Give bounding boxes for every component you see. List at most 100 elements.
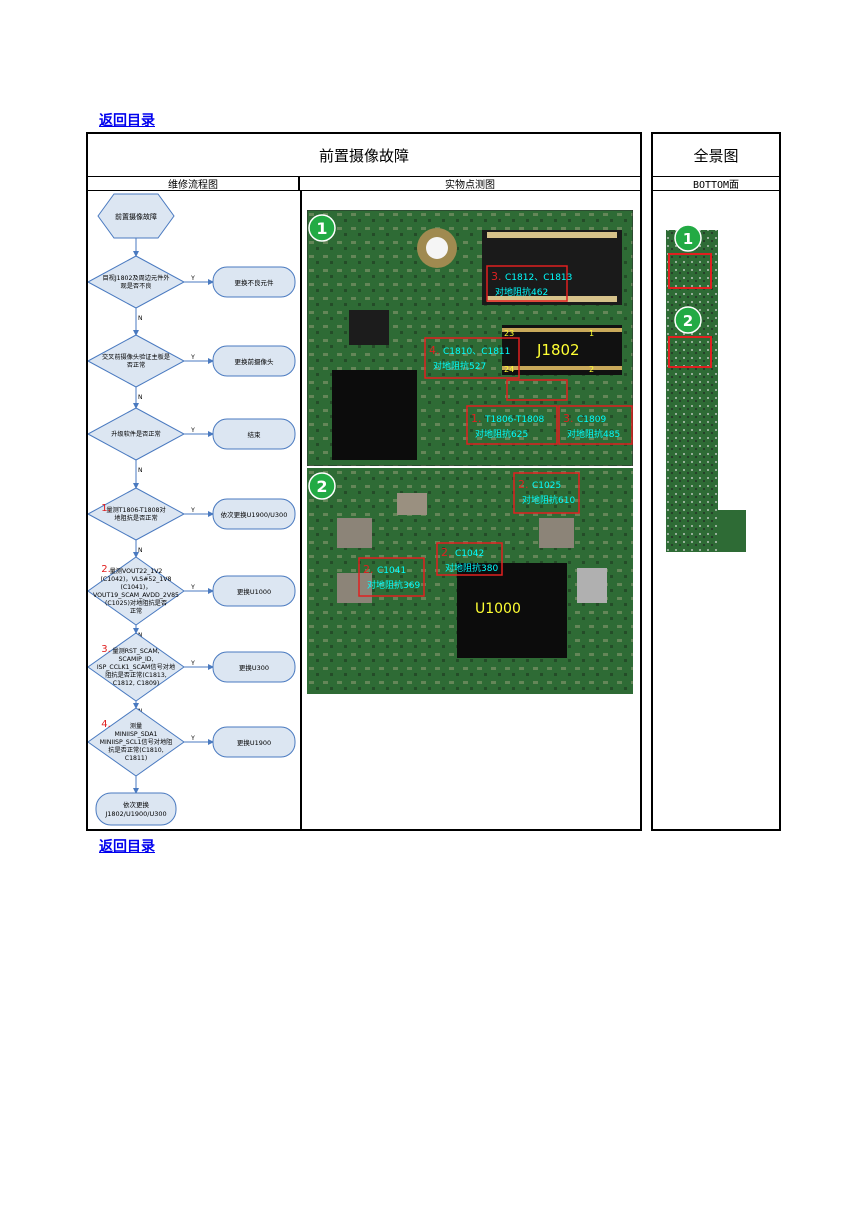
flow-action-shape [212,575,296,607]
flow-action-label: 更换不良元件 [235,278,275,287]
flow-decision-text: 量测RST_SCAM, [112,647,159,655]
overview-area-1 [668,253,712,289]
measure-impedance-label: 对地阻抗610 [522,494,575,506]
flow-decision-text: MINIISP_SCL1信号对地阻 [100,738,173,746]
flow-action-shape [212,498,296,530]
flow-action-shape [212,266,296,298]
flow-decision-text: C1812, C1809) [113,680,159,687]
back-to-contents-link-top[interactable]: 返回目录 [99,113,155,129]
flow-decision-text: 阻抗是否正常(C1813, [105,671,167,679]
flow-decision-text: (C1041)， [120,584,151,591]
flow-start-label: 前置摄像故障 [115,212,157,221]
flow-decision-text: 正常 [130,607,142,615]
overview-title: 全景图 [653,134,779,177]
measure-impedance-label: 对地阻抗625 [475,428,528,440]
measure-step-number: 3. [563,412,574,425]
flow-step-number: 3. [101,644,111,655]
measure-step-number: 2. [441,546,452,559]
measure-point-label: C1041 [377,566,406,576]
flow-no-label: N [138,547,143,554]
flow-decision-text: 否正常 [127,361,146,369]
board-overview: 1 2 [666,224,746,552]
measure-step-number: 2. [518,478,529,491]
measure-impedance-label: 对地阻抗485 [567,428,620,440]
flow-yes-label: Y [190,584,195,591]
measure-point-label: T1806-T1808 [484,415,544,425]
flow-action-label: 更换前摄像头 [235,357,275,366]
back-to-contents-link-bottom[interactable]: 返回目录 [99,839,155,855]
flow-end-label: J1802/U1900/U300 [104,810,166,818]
flow-decision-text: 目视J1802及周边元件外 [102,274,169,282]
flow-decision-text: 地阻抗是否正常 [114,514,157,522]
flow-decision-shape [88,407,186,461]
measure-point-label: C1809 [577,415,606,425]
flow-action-shape [212,418,296,450]
pin-2: 2 [589,365,594,374]
flow-yes-label: Y [190,735,195,742]
repair-table: 前置摄像故障 维修流程图 实物点测图 前置摄像故障目视J1802及周边元件外观是… [86,132,642,831]
flow-action-label: 更换U1000 [237,587,271,596]
flow-yes-label: Y [190,660,195,667]
j1802-label: J1802 [536,341,580,359]
flow-decision-shape [88,632,185,702]
flow-start-shape [97,193,175,239]
measure-impedance-label: 对地阻抗380 [445,562,498,574]
pin-1: 1 [589,329,594,338]
measure-point-label: C1810、C1811 [443,347,510,357]
flow-decision-text: C1811) [125,755,147,762]
flow-decision-text: 量测VOUT22_1V2 [110,567,163,575]
flow-end-label: 依次更换 [123,800,150,809]
flow-decision-text: 观是否不良 [121,282,152,290]
flow-decision-text: ISP_CCLK1_SCAM信号对地 [97,663,175,671]
photo2-badge-circle [308,472,336,500]
photo1-badge-circle [308,214,336,242]
measure-point-label: C1025 [532,481,561,491]
flow-decision-text: 量测T1806-T1808对 [106,506,165,514]
photo1-badge: 1 [316,219,327,238]
flow-decision-shape [88,707,185,777]
measure-photo-2: 2 U1000 2.C1025对地阻抗6102.C1042对地阻抗3802.C1… [307,468,633,694]
measure-impedance-label: 对地阻抗369 [367,579,420,591]
flow-yes-label: Y [190,354,195,361]
flow-yes-label: Y [190,275,195,282]
overview-badge-1: 1 [683,230,693,248]
flow-action-label: 更换U300 [239,663,269,672]
flow-action-label: 结束 [248,430,262,439]
flow-decision-shape [88,255,186,309]
col-header-flow: 维修流程图 [88,177,300,191]
flow-action-shape [212,651,296,683]
measure-step-number: 1. [471,412,482,425]
table-main-title: 前置摄像故障 [88,134,640,177]
flow-decision-text: 升级软件是否正常 [111,430,161,438]
flow-yes-label: Y [190,427,195,434]
u1000-label: U1000 [475,601,521,617]
flow-action-label: 更换U1900 [237,738,271,747]
flow-no-label: N [138,467,143,474]
measure-photo-1: 1 J1802 23 1 24 2 3.C1812、C1813对地阻抗4624.… [307,210,633,466]
flow-decision-text: MINIISP_SDA1 [115,731,158,738]
overview-badge-2: 2 [683,312,693,330]
flow-decision-text: (C1025)对地阻抗是否 [105,599,167,607]
u1000-chip [457,563,567,658]
flow-decision-text: 交叉前摄像头验证主板是 [102,353,170,361]
overview-area-2 [668,336,712,368]
flow-step-number: 2. [101,564,111,575]
col-header-measure: 实物点测图 [300,177,640,191]
measure-step-number: 4. [429,344,440,357]
flow-decision-text: 测量 [130,722,142,730]
flow-action-label: 依次更换U1900/U300 [221,510,288,519]
photo2-badge: 2 [316,477,327,496]
flow-decision-shape [88,334,186,388]
flow-decision-text: 抗是否正常(C1810, [108,746,163,754]
flow-no-label: N [138,315,143,322]
measure-step-number: 3. [491,270,502,283]
measure-impedance-label: 对地阻抗527 [433,360,486,372]
measure-impedance-label: 对地阻抗462 [495,286,548,298]
pin-23: 23 [504,329,514,338]
flow-no-label: N [138,394,143,401]
flow-step-number: 1. [101,503,111,514]
flow-decision-shape [88,556,185,626]
measure-point-label: C1042 [455,549,484,559]
flow-action-shape [212,726,296,758]
